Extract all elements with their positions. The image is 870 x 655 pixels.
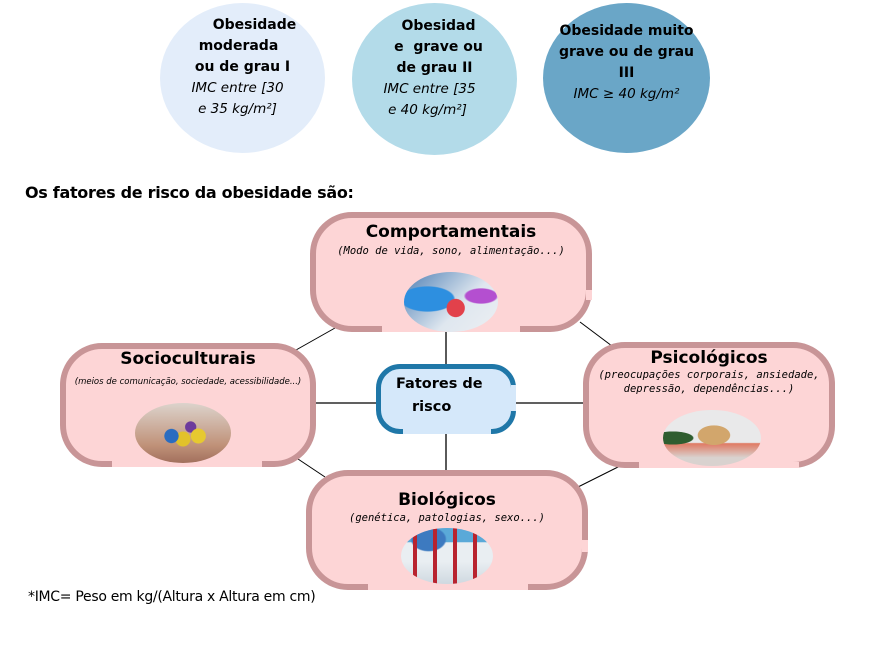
- description-line: (preocupações corporais, ansiedade,: [598, 369, 820, 381]
- fitness-apple-photo: [404, 272, 498, 332]
- description-line: depressão, dependências...): [623, 383, 795, 395]
- obesity-class-1-circle: Obesidade moderada ou de grau I IMC entr…: [160, 3, 325, 153]
- title-line: Obesidad: [401, 17, 476, 34]
- risk-node-description: (preocupações corporais, ansiedade, depr…: [589, 368, 829, 396]
- risk-node-description: (genética, patologias, sexo...): [349, 512, 545, 524]
- obesity-class-3-range: IMC ≥ 40 kg/m²: [559, 84, 694, 105]
- connector-comp-psi: [579, 321, 613, 347]
- obesity-class-3-title: Obesidade muito grave ou de grau III: [559, 21, 694, 84]
- risk-node-socioculturais: Socioculturais (meios de comunicação, so…: [60, 343, 316, 467]
- connector-bio-psi: [577, 465, 621, 488]
- connector-soc-comp: [295, 327, 336, 351]
- range-line: IMC ≥ 40 kg/m²: [573, 86, 680, 102]
- risk-node-comportamentais: Comportamentais (Modo de vida, sono, ali…: [310, 212, 592, 332]
- hands-paper-people-photo: [135, 403, 231, 463]
- center-label-line: Fatores de: [396, 376, 483, 392]
- title-line: III: [618, 65, 635, 81]
- obesity-class-1-range: IMC entre [30 e 35 kg/m²]: [189, 78, 297, 120]
- risk-node-title: Socioculturais: [120, 349, 256, 369]
- risk-node-title: Psicológicos: [650, 348, 768, 368]
- blood-test-tubes-photo: [401, 528, 493, 584]
- connector-soc-bio: [297, 458, 326, 478]
- center-node-fatores-de-risco: Fatores de risco: [376, 364, 516, 434]
- risk-node-biologicos: Biológicos (genética, patologias, sexo..…: [306, 470, 588, 590]
- obesity-class-2-title: Obesidad e grave ou de grau II: [383, 16, 485, 79]
- title-line: Obesidade: [212, 16, 297, 33]
- title-line: moderada: [198, 37, 279, 54]
- range-line: IMC entre [35: [383, 80, 476, 97]
- title-line: e grave ou: [394, 38, 483, 55]
- obesity-class-2-circle: Obesidad e grave ou de grau II IMC entre…: [352, 3, 517, 155]
- risk-node-description: (meios de comunicação, sociedade, acessi…: [74, 377, 302, 387]
- obesity-class-1-title: Obesidade moderada ou de grau I: [189, 15, 297, 78]
- title-line: de grau II: [396, 59, 473, 76]
- center-node-label: Fatores de risco: [396, 373, 496, 419]
- title-line: grave ou de grau: [558, 44, 695, 60]
- imc-footnote: *IMC= Peso em kg/(Altura x Altura em cm): [28, 589, 316, 605]
- risk-factors-heading: Os fatores de risco da obesidade são:: [25, 183, 354, 202]
- obesity-class-2-range: IMC entre [35 e 40 kg/m²]: [383, 79, 485, 121]
- risk-node-description: (Modo de vida, sono, alimentação...): [337, 245, 565, 257]
- range-line: e 35 kg/m²]: [198, 100, 277, 117]
- range-line: e 40 kg/m²]: [388, 101, 467, 118]
- center-label-line: risco: [412, 399, 452, 415]
- range-line: IMC entre [30: [191, 79, 284, 96]
- risk-node-psicologicos: Psicológicos (preocupações corporais, an…: [583, 342, 835, 468]
- risk-node-title: Biológicos: [398, 490, 496, 510]
- title-line: Obesidade muito: [559, 23, 694, 39]
- title-line: ou de grau I: [194, 58, 291, 75]
- obesity-class-3-circle: Obesidade muito grave ou de grau III IMC…: [543, 3, 710, 153]
- risk-node-title: Comportamentais: [365, 222, 537, 242]
- stressed-woman-photo: [663, 410, 761, 466]
